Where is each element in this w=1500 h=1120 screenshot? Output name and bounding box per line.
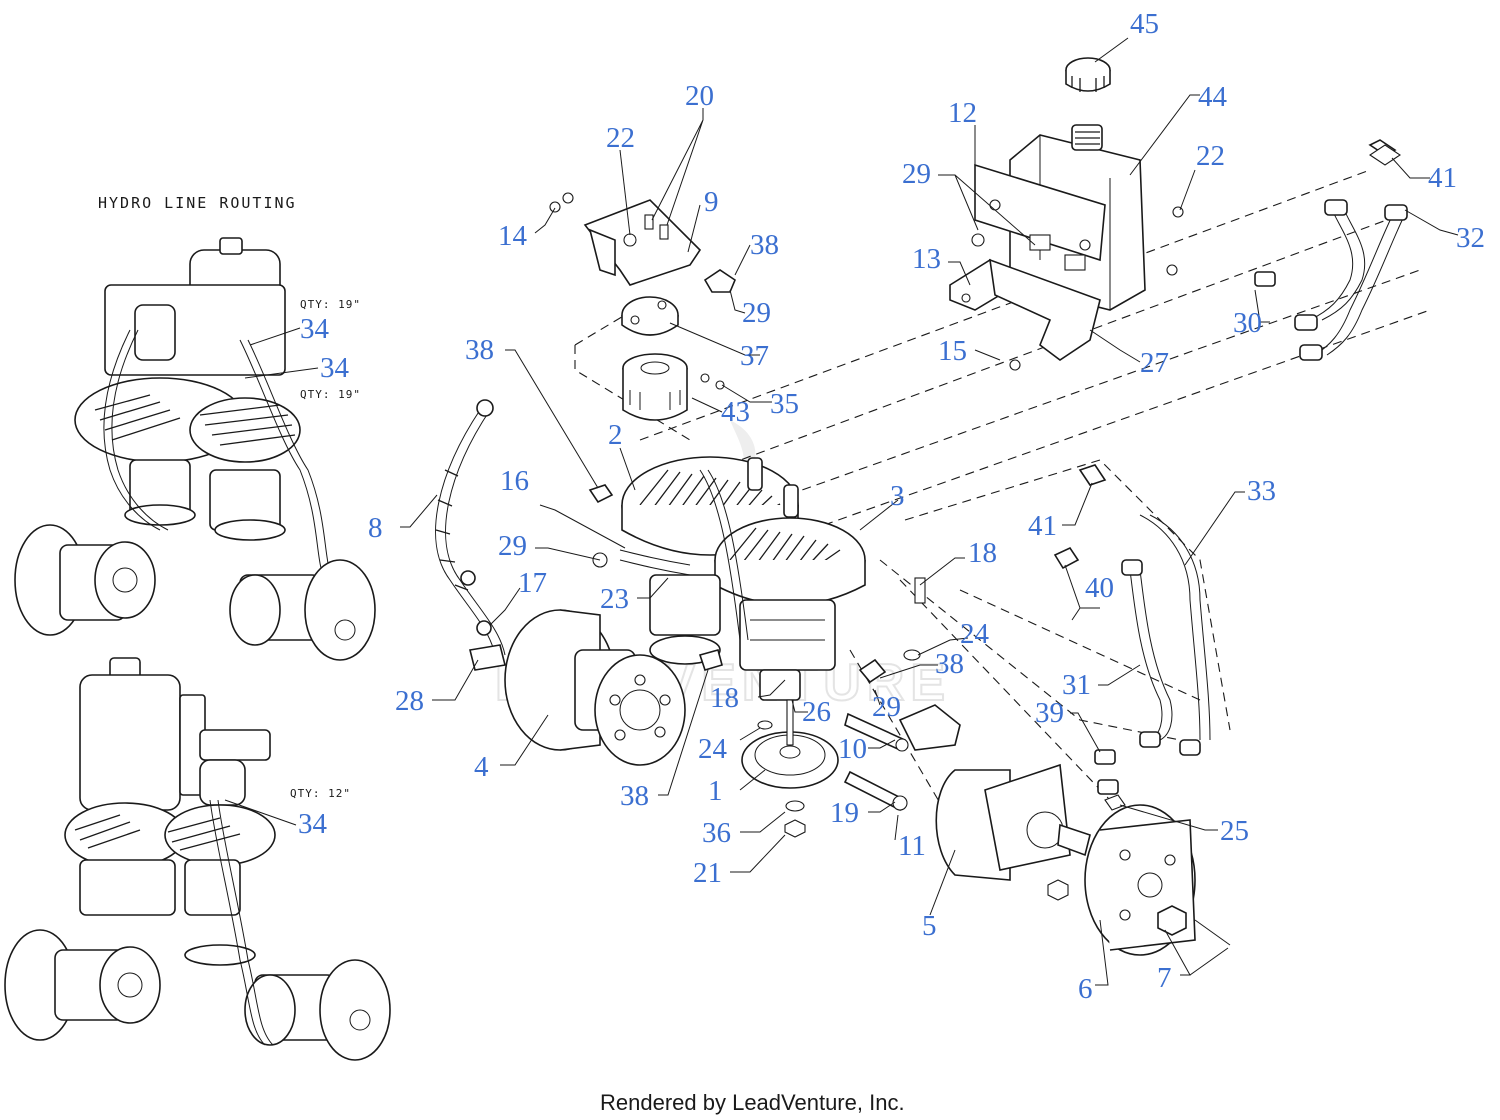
callout-25: 25	[1220, 815, 1249, 847]
wheel-motor-left	[504, 609, 723, 766]
callout-5: 5	[922, 910, 937, 942]
callout-38-head: 38	[750, 229, 779, 261]
hydro-routing-inset: HYDRO LINE ROUTING QTY: 19" QTY: 19" QTY…	[4, 194, 391, 1061]
mount-bracket	[549, 192, 702, 286]
callout-32: 32	[1456, 222, 1485, 254]
callout-41-lower: 41	[1028, 510, 1057, 542]
callout-39: 39	[1035, 697, 1064, 729]
callout-28: 28	[395, 685, 424, 717]
callout-30: 30	[1233, 307, 1262, 339]
callout-40: 40	[1085, 572, 1114, 604]
qty-note-3: QTY: 12"	[290, 787, 351, 800]
inset-title: HYDRO LINE ROUTING	[98, 194, 297, 212]
callout-13: 13	[912, 243, 941, 275]
callout-36: 36	[702, 817, 731, 849]
callout-15: 15	[938, 335, 967, 367]
inset-lower-assembly	[4, 657, 391, 1061]
callout-33: 33	[1247, 475, 1276, 507]
callout-38-left: 38	[465, 334, 494, 366]
callout-7: 7	[1157, 962, 1172, 994]
callout-18-lower: 18	[710, 682, 739, 714]
lower-hydraulic-lines	[1053, 464, 1211, 811]
callout-38-right: 38	[935, 648, 964, 680]
callout-29-lower: 29	[872, 691, 901, 723]
callout-31: 31	[1062, 669, 1091, 701]
callout-20: 20	[685, 80, 714, 112]
callout-22-bracket: 22	[606, 122, 635, 154]
callout-38-lower: 38	[620, 780, 649, 812]
filter-head	[621, 269, 736, 336]
callout-6: 6	[1078, 973, 1093, 1005]
callout-14: 14	[498, 220, 528, 252]
callout-1: 1	[708, 775, 723, 807]
callout-4: 4	[474, 751, 489, 783]
callout-11: 11	[898, 830, 926, 862]
callout-26: 26	[802, 696, 831, 728]
callout-18-upper: 18	[968, 537, 997, 569]
inset-upper-assembly	[14, 237, 376, 661]
callout-29-pump: 29	[498, 530, 527, 562]
callout-9: 9	[704, 186, 719, 218]
callout-24-upper: 24	[960, 618, 990, 650]
callout-8: 8	[368, 512, 383, 544]
callout-34-c: 34	[298, 808, 328, 840]
oil-filter	[622, 353, 725, 421]
callout-leaders	[224, 37, 1459, 986]
callout-43: 43	[721, 396, 750, 428]
callout-24-lower: 24	[698, 733, 728, 765]
callout-37: 37	[740, 340, 769, 372]
callout-41-upper: 41	[1428, 162, 1457, 194]
callout-3: 3	[890, 480, 905, 512]
callout-16: 16	[500, 465, 529, 497]
callout-numbers: 45 44 12 22 29 41 32 30 13 15 27 20 22 9…	[298, 8, 1485, 1005]
callout-35: 35	[770, 388, 799, 420]
callout-29-head: 29	[742, 297, 771, 329]
return-hose	[435, 399, 506, 671]
hydro-pump-assemblies	[588, 456, 926, 701]
callout-34-b: 34	[320, 352, 350, 384]
callout-12: 12	[948, 97, 977, 129]
callout-17: 17	[518, 567, 547, 599]
callout-21: 21	[693, 857, 722, 889]
callout-29-tank: 29	[902, 158, 931, 190]
pulley-assembly	[741, 649, 921, 838]
callout-2: 2	[608, 419, 623, 451]
callout-10: 10	[838, 733, 867, 765]
callout-19: 19	[830, 797, 859, 829]
callout-23: 23	[600, 583, 629, 615]
wheel-motor-right	[843, 704, 1231, 956]
footer-credit: Rendered by LeadVenture, Inc.	[600, 1090, 905, 1115]
reservoir-tank-assembly	[949, 57, 1184, 371]
callout-45: 45	[1130, 8, 1159, 40]
callout-27: 27	[1140, 347, 1169, 379]
callout-22-right: 22	[1196, 140, 1225, 172]
callout-44: 44	[1198, 81, 1228, 113]
callout-34-a: 34	[300, 313, 330, 345]
qty-note-2: QTY: 19"	[300, 388, 361, 401]
watermark-flame-icon	[720, 420, 756, 500]
qty-note-1: QTY: 19"	[300, 298, 361, 311]
upper-hydraulic-lines	[1254, 139, 1408, 361]
